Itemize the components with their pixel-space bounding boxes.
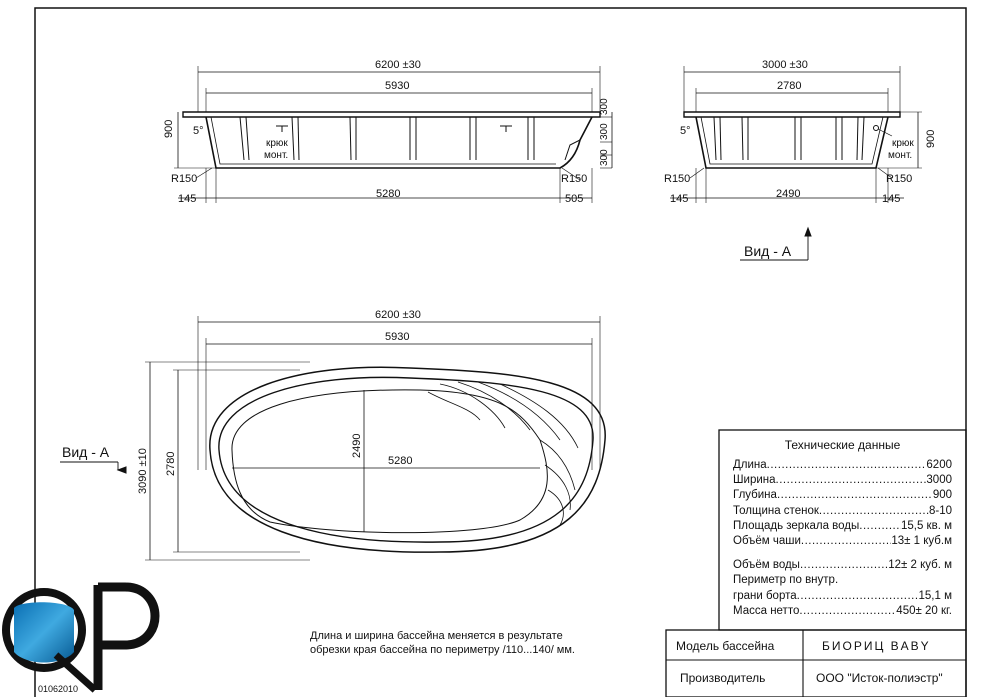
side-overall-length: 6200 ±30	[375, 59, 421, 71]
side-hook-label-2: монт.	[264, 150, 288, 161]
end-left-offset: 145	[670, 193, 688, 205]
maker-value: ООО "Исток-полиэстр"	[816, 671, 943, 685]
end-height: 900	[925, 130, 937, 148]
spec-leader-dots	[797, 589, 919, 604]
spec-row: Объём чаши 13± 1 куб.м	[719, 534, 966, 549]
spec-row: Длина 6200	[719, 458, 966, 473]
view-a-label-plan: Вид - А	[62, 444, 110, 460]
maker-label: Производитель	[680, 671, 765, 685]
end-inner-width: 2780	[777, 80, 801, 92]
spec-label: Ширина	[733, 474, 776, 487]
end-overall-width: 3000 ±30	[762, 59, 808, 71]
side-hook-label-1: крюк	[266, 138, 288, 149]
spec-leader-dots	[767, 458, 927, 473]
note: Длина и ширина бассейна меняется в резул…	[310, 630, 575, 656]
spec-value: 3000	[926, 474, 952, 487]
spec-label: Глубина	[733, 489, 777, 502]
side-radius-left: R150	[171, 173, 197, 185]
spec-label: грани борта	[733, 589, 797, 602]
end-view-labels: 3000 ±30 2780 2490 145 145 900 5° R150 R…	[664, 59, 937, 259]
plan-bottom-length: 5280	[388, 455, 412, 467]
end-bottom-width: 2490	[776, 188, 800, 200]
spec-value: 15,1 м	[918, 589, 952, 602]
spec-row: Масса нетто 450± 20 кг.	[719, 604, 966, 619]
side-view	[174, 66, 613, 203]
specs-title: Технические данные	[784, 438, 901, 452]
spec-label: Толщина стенок	[733, 504, 819, 517]
spec-leader-dots	[838, 573, 952, 588]
model-value: БИОРИЦ BABY	[822, 639, 931, 653]
spec-label: Периметр по внутр.	[733, 574, 839, 587]
view-a-label-end: Вид - А	[744, 243, 792, 259]
spec-leader-dots	[777, 488, 933, 503]
spec-value: 450± 20 кг.	[896, 604, 952, 617]
tech-specs: Технические данные Длина6200Ширина3000Гл…	[719, 430, 966, 619]
end-hook-label-1: крюк	[892, 138, 914, 149]
side-angle: 5°	[193, 125, 204, 137]
spec-row: Площадь зеркала воды 15,5 кв. м	[719, 519, 966, 534]
plan-overall-length: 6200 ±30	[375, 309, 421, 321]
spec-label: Объём воды	[733, 559, 800, 572]
spec-row: Периметр по внутр.	[719, 573, 966, 588]
spec-row: Объём воды 12± 2 куб. м	[719, 558, 966, 573]
spec-row: Ширина 3000	[719, 473, 966, 488]
note-line-1: Длина и ширина бассейна меняется в резул…	[310, 630, 563, 642]
side-radius-right: R150	[561, 173, 587, 185]
end-radius-right: R150	[886, 173, 912, 185]
side-step-1: 300	[599, 98, 610, 115]
side-step-3: 300	[599, 149, 610, 166]
spec-leader-dots	[801, 534, 892, 549]
title-block-text: Модель бассейна БИОРИЦ BABY Производител…	[676, 639, 943, 685]
spec-label: Длина	[733, 459, 767, 471]
logo-q-tail	[53, 652, 98, 693]
spec-value: 13± 1 куб.м	[891, 535, 952, 548]
spec-value: 6200	[926, 459, 952, 471]
spec-leader-dots	[859, 519, 901, 534]
plan-inner-length: 5930	[385, 331, 409, 343]
side-view-labels: 6200 ±30 5930 5280 145 505 900 300 300 3…	[163, 59, 610, 205]
spec-row: Толщина стенок 8-10	[719, 504, 966, 519]
side-right-offset: 505	[565, 193, 583, 205]
spec-value: 15,5 кв. м	[900, 519, 952, 532]
qp-logo: 01062010	[2, 582, 160, 694]
plan-view	[60, 316, 606, 561]
spec-value: 900	[932, 489, 952, 502]
side-inner-length: 5930	[385, 80, 409, 92]
side-height: 900	[163, 120, 175, 138]
note-line-2: обрезки края бассейна по периметру /110.…	[310, 644, 575, 656]
logo-water	[14, 602, 74, 663]
end-angle: 5°	[680, 125, 691, 137]
side-left-offset: 145	[178, 193, 196, 205]
sheet-frame	[34, 7, 967, 697]
end-right-offset: 145	[882, 193, 900, 205]
plan-inner-width: 2780	[165, 452, 177, 476]
spec-value: 12± 2 куб. м	[888, 559, 952, 572]
spec-value: 8-10	[928, 504, 952, 517]
spec-leader-dots	[819, 504, 929, 519]
model-label: Модель бассейна	[676, 639, 775, 653]
end-radius-left: R150	[664, 173, 690, 185]
title-block	[665, 629, 967, 697]
spec-leader-dots	[776, 473, 927, 488]
plan-bottom-width: 2490	[351, 434, 363, 458]
side-step-2: 300	[599, 123, 610, 140]
logo-p	[93, 582, 160, 690]
specs-gap	[719, 549, 966, 558]
spec-leader-dots	[800, 558, 888, 573]
end-hook-label-2: монт.	[888, 150, 912, 161]
logo-code: 01062010	[38, 684, 78, 694]
spec-label: Масса нетто	[733, 604, 800, 617]
logo-q-ring	[2, 588, 86, 672]
plan-overall-width: 3090 ±10	[137, 448, 149, 494]
spec-row: Глубина 900	[719, 488, 966, 503]
plan-view-labels: 6200 ±30 5930 5280 2490 2780 3090 ±10 Ви…	[62, 309, 421, 494]
spec-row: грани борта 15,1 м	[719, 589, 966, 604]
spec-label: Площадь зеркала воды	[733, 519, 860, 532]
end-view	[670, 66, 922, 261]
side-bottom-length: 5280	[376, 188, 400, 200]
spec-leader-dots	[799, 604, 896, 619]
spec-label: Объём чаши	[733, 535, 801, 548]
